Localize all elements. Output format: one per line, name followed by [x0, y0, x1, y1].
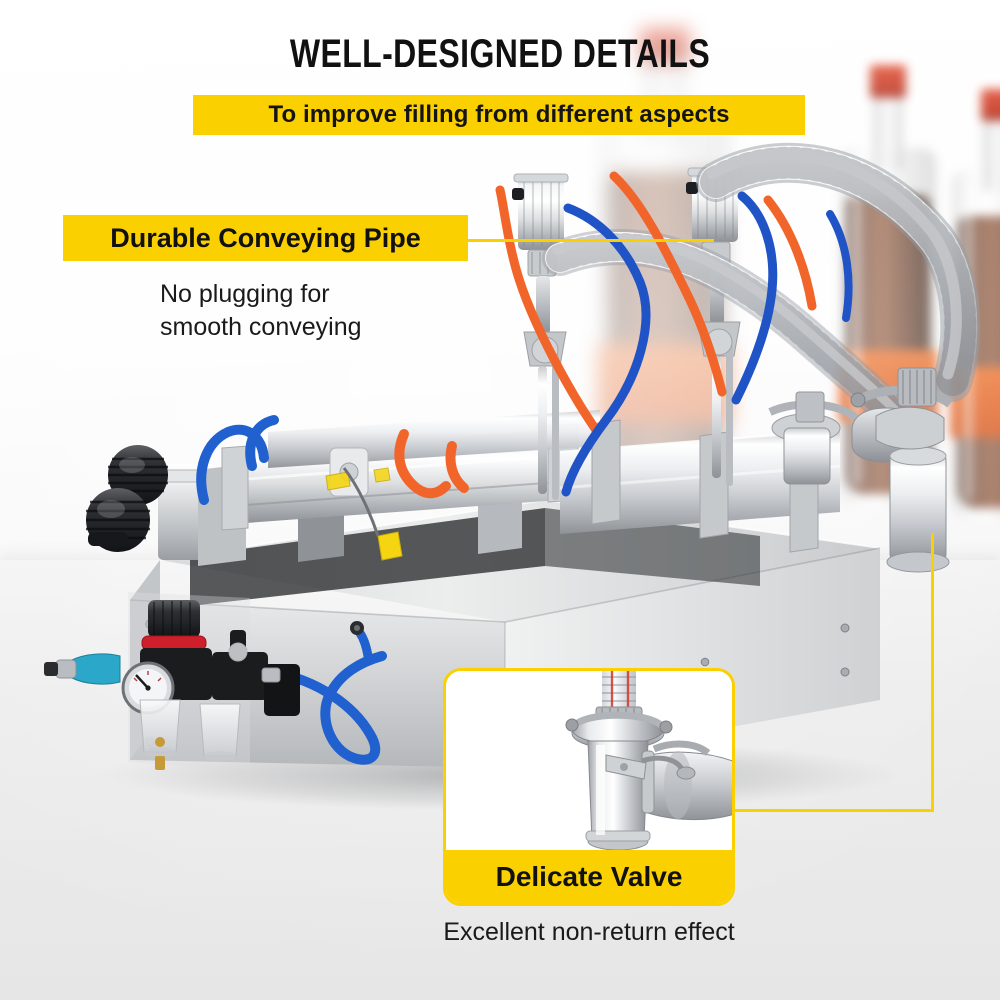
inset-label-text: Delicate Valve	[495, 860, 683, 892]
conveying-hose-1	[696, 142, 981, 402]
air-filter-regulator-unit	[44, 592, 300, 770]
leader-line-valve-vertical	[931, 533, 934, 812]
inset-caption: Excellent non-return effect	[443, 918, 735, 946]
base-fitting	[350, 621, 364, 635]
inset-detail-panel-valve: Delicate Valve	[443, 668, 735, 906]
valve-cluster	[768, 391, 859, 485]
callout-label-conveying-pipe: Durable Conveying Pipe	[63, 215, 468, 261]
leader-line-valve-horizontal	[733, 809, 934, 812]
inset-valve-photo	[446, 671, 732, 856]
non-return-valve	[850, 367, 953, 573]
page-title: WELL-DESIGNED DETAILS	[289, 32, 711, 76]
air-tubing	[196, 171, 853, 765]
inset-label-bar: Delicate Valve	[446, 850, 732, 903]
sensor-tag	[325, 467, 403, 561]
callout-description-conveying-pipe: No plugging for smooth conveying	[160, 278, 490, 344]
valve-closeup-illustration	[565, 671, 732, 851]
leader-line-conveying-pipe	[468, 239, 714, 242]
callout-description-line2: smooth conveying	[160, 313, 362, 341]
callout-label-text: Durable Conveying Pipe	[110, 222, 421, 253]
callout-description-line1: No plugging for	[160, 280, 330, 308]
subtitle-text: To improve filling from different aspect…	[268, 101, 730, 128]
subtitle-banner: To improve filling from different aspect…	[193, 95, 805, 135]
